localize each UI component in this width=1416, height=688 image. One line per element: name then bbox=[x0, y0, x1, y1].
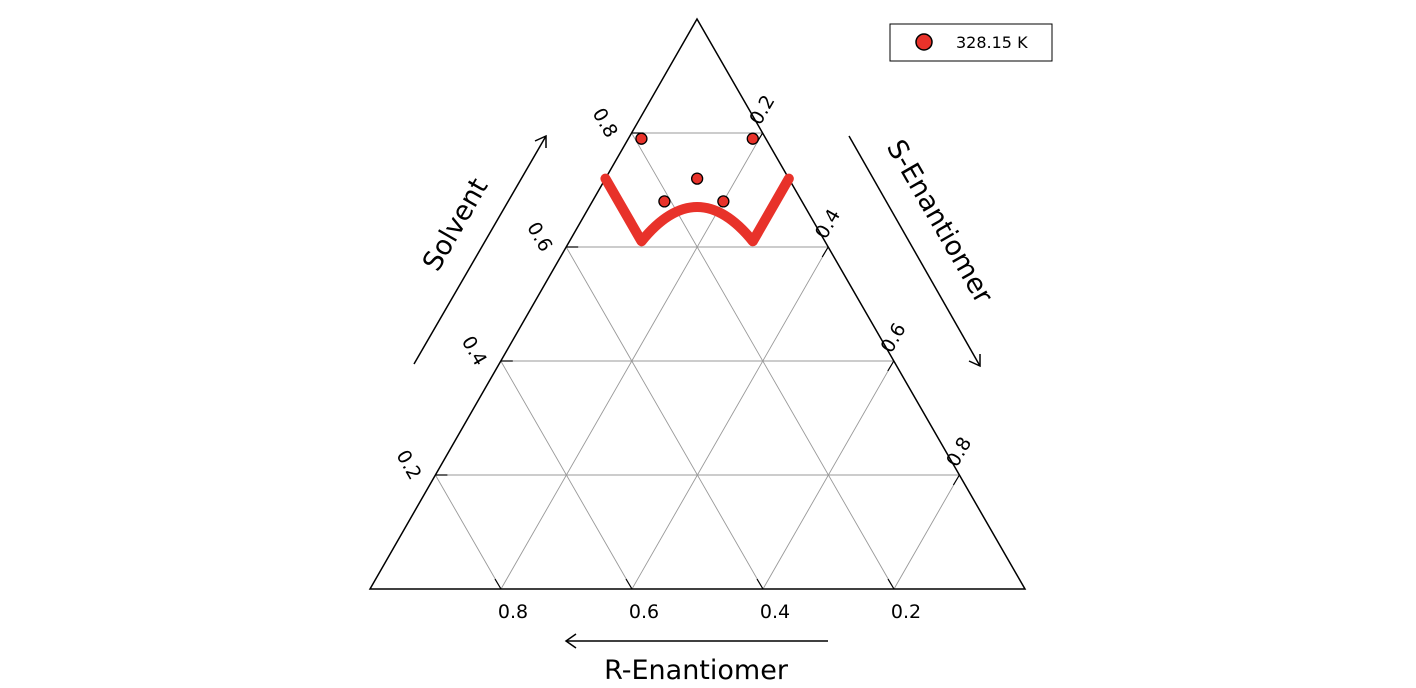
right-tick bbox=[887, 360, 895, 372]
legend-label: 328.15 K bbox=[956, 33, 1028, 52]
left-tick-label: 0.6 bbox=[522, 218, 556, 255]
data-points bbox=[635, 132, 759, 208]
grid-lines bbox=[435, 132, 960, 590]
bottom-tick-label: 0.4 bbox=[760, 601, 790, 623]
grid-line bbox=[500, 360, 633, 590]
left-tick-label: 0.4 bbox=[457, 332, 491, 369]
left-axis-title: Solvent bbox=[417, 173, 495, 276]
right-axis-arrow bbox=[848, 135, 981, 368]
grid-line bbox=[893, 474, 960, 590]
right-tick-label: 0.8 bbox=[942, 433, 976, 470]
right-tick bbox=[821, 246, 829, 258]
bottom-tick bbox=[494, 578, 502, 590]
right-tick-label: 0.6 bbox=[877, 319, 911, 356]
bottom-tick bbox=[625, 578, 633, 590]
grid-line bbox=[631, 246, 829, 590]
bottom-axis-title: R-Enantiomer bbox=[604, 655, 789, 686]
grid-line bbox=[565, 246, 764, 590]
right-tick bbox=[952, 474, 960, 486]
bottom-axis-arrow bbox=[564, 633, 828, 649]
bottom-tick-label: 0.2 bbox=[891, 601, 921, 623]
tick-marks bbox=[435, 132, 960, 590]
legend: 328.15 K bbox=[889, 23, 1053, 62]
bottom-tick bbox=[887, 578, 895, 590]
data-point bbox=[690, 172, 704, 185]
bottom-tick-label: 0.6 bbox=[629, 601, 659, 623]
left-axis-arrow bbox=[413, 134, 547, 365]
left-tick-label: 0.8 bbox=[588, 104, 622, 141]
triangle-frame bbox=[368, 17, 1027, 590]
grid-line bbox=[762, 360, 895, 590]
bottom-tick-label: 0.8 bbox=[498, 601, 528, 623]
grid-line bbox=[435, 474, 502, 590]
solubility-curve bbox=[600, 173, 794, 247]
left-tick-label: 0.2 bbox=[392, 446, 426, 483]
data-point bbox=[658, 195, 671, 208]
data-point bbox=[746, 132, 759, 145]
data-point bbox=[717, 195, 730, 208]
data-point bbox=[635, 132, 648, 145]
bottom-tick bbox=[756, 578, 764, 590]
legend-marker bbox=[915, 33, 933, 51]
right-tick-label: 0.2 bbox=[745, 91, 779, 128]
right-tick-label: 0.4 bbox=[811, 205, 845, 242]
tick-labels: 0.2 0.2 0.2 0.4 0.4 0.4 0.6 0.6 0.6 0.8 0.8 0.8 bbox=[392, 91, 977, 623]
